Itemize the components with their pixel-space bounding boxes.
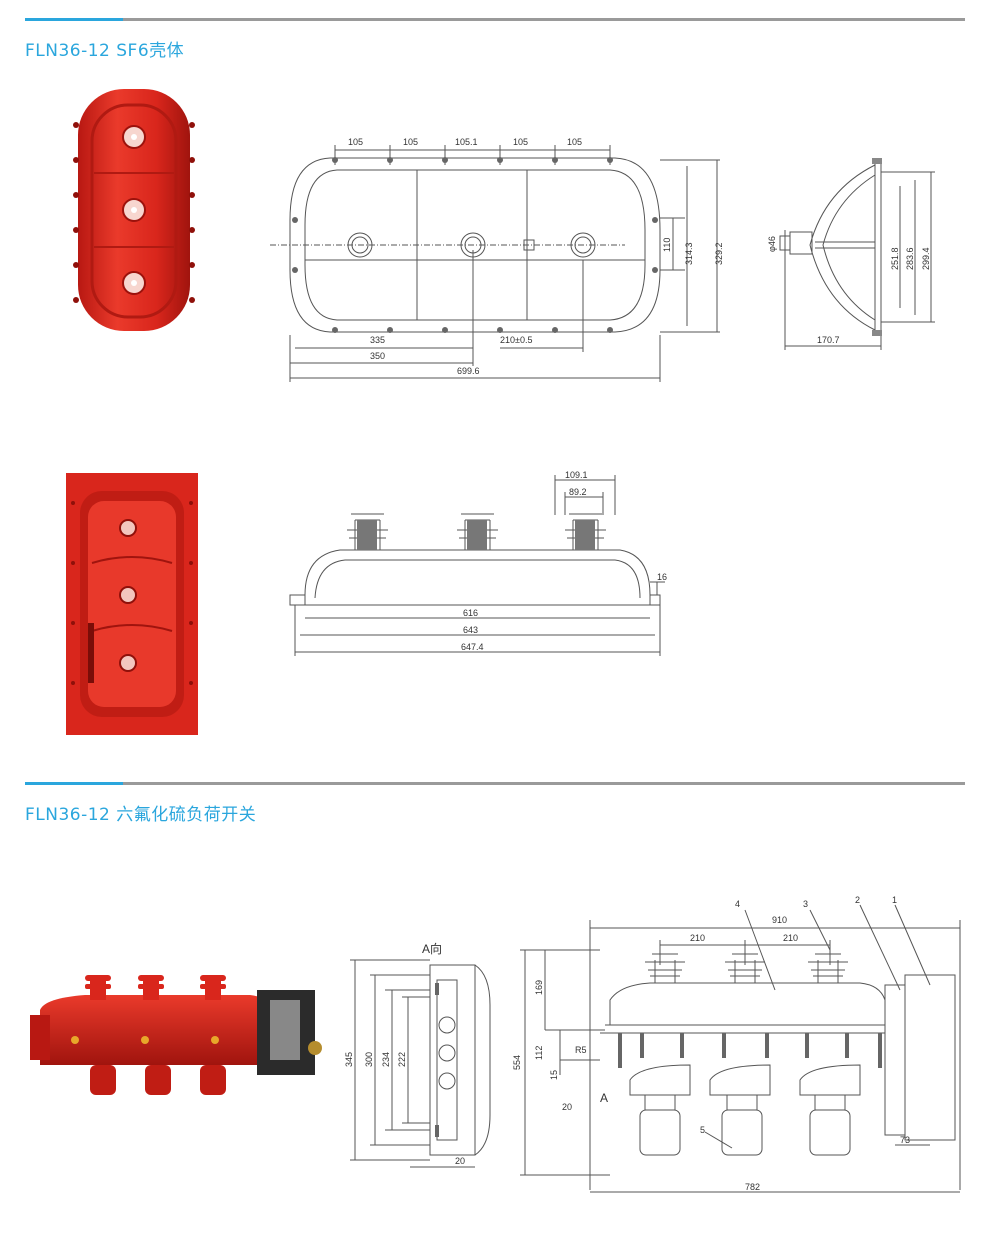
drawing-housing-side-view: φ46 251.8 283.6 299.4 170.7: [767, 158, 935, 350]
dim-side-299: 299.4: [921, 247, 931, 270]
housing-photo-top: [73, 89, 195, 331]
dim-right-110: 110: [662, 238, 672, 252]
section2-title: FLN36-12 六氟化硫负荷开关: [25, 805, 257, 825]
section1-title: FLN36-12 SF6壳体: [25, 41, 185, 61]
dim-910: 910: [772, 915, 787, 925]
dim-20: 20: [562, 1102, 572, 1112]
dim-top-5: 105: [567, 137, 582, 147]
dim-782: 782: [745, 1182, 760, 1192]
dim-300: 300: [364, 1052, 374, 1067]
dim-side-251: 251.8: [890, 247, 900, 270]
label-r5: R5: [575, 1045, 587, 1055]
dim-side-170: 170.7: [817, 335, 840, 345]
dim-89: 89.2: [569, 487, 587, 497]
dim-234: 234: [381, 1052, 391, 1067]
dim-210-a: 210: [690, 933, 705, 943]
dim-16: 16: [657, 572, 667, 582]
dim-bottom-699: 699.6: [457, 366, 480, 376]
dim-15: 15: [549, 1070, 559, 1080]
dim-112: 112: [534, 1046, 544, 1060]
part-5: 5: [700, 1125, 705, 1135]
load-switch-photo: [30, 975, 322, 1095]
dim-side-283: 283.6: [905, 247, 915, 270]
dim-bottom-335: 335: [370, 335, 385, 345]
dim-109: 109.1: [565, 470, 588, 480]
dim-top-2: 105: [403, 137, 418, 147]
dim-73: 73: [900, 1135, 910, 1145]
dim-169: 169: [534, 980, 544, 995]
dim-345: 345: [344, 1052, 354, 1067]
section2-rule-accent: [25, 782, 123, 785]
dim-647: 647.4: [461, 642, 484, 652]
section2-rule: [25, 782, 965, 785]
drawing-a-view: A向 345 300 234 222 20: [344, 941, 491, 1168]
a-view-label: A向: [422, 941, 442, 956]
dim-top-1: 105: [348, 137, 363, 147]
dim-top-3: 105.1: [455, 137, 478, 147]
drawing-housing-section: 109.1 89.2 16 616 643 647.4: [289, 470, 667, 656]
dim-top-4: 105: [513, 137, 528, 147]
part-1: 1: [892, 895, 897, 905]
label-a: A: [600, 1091, 608, 1105]
dim-210-b: 210: [783, 933, 798, 943]
dim-643: 643: [463, 625, 478, 635]
dim-right-329: 329.2: [714, 242, 724, 265]
part-3: 3: [803, 899, 808, 909]
part-2: 2: [855, 895, 860, 905]
section1-rule-accent: [25, 18, 123, 21]
drawing-housing-top-view: 105 105 105.1 105 105 335 210±0.5 350 69…: [270, 137, 724, 382]
section1-rule: [25, 18, 965, 21]
housing-photo-open: [66, 473, 198, 735]
dim-bottom-210: 210±0.5: [500, 335, 532, 345]
dim-554: 554: [512, 1055, 522, 1070]
dim-222: 222: [397, 1052, 407, 1067]
part-4: 4: [735, 899, 740, 909]
drawing-load-switch-front: 910 210 210 4 3 2 1 5 554 169 112 15 R5 …: [512, 895, 961, 1193]
dim-right-314: 314.3: [684, 242, 694, 265]
dim-a-20: 20: [455, 1156, 465, 1166]
dim-616: 616: [463, 608, 478, 618]
dim-dia-46: φ46: [767, 236, 777, 252]
dim-bottom-350: 350: [370, 351, 385, 361]
